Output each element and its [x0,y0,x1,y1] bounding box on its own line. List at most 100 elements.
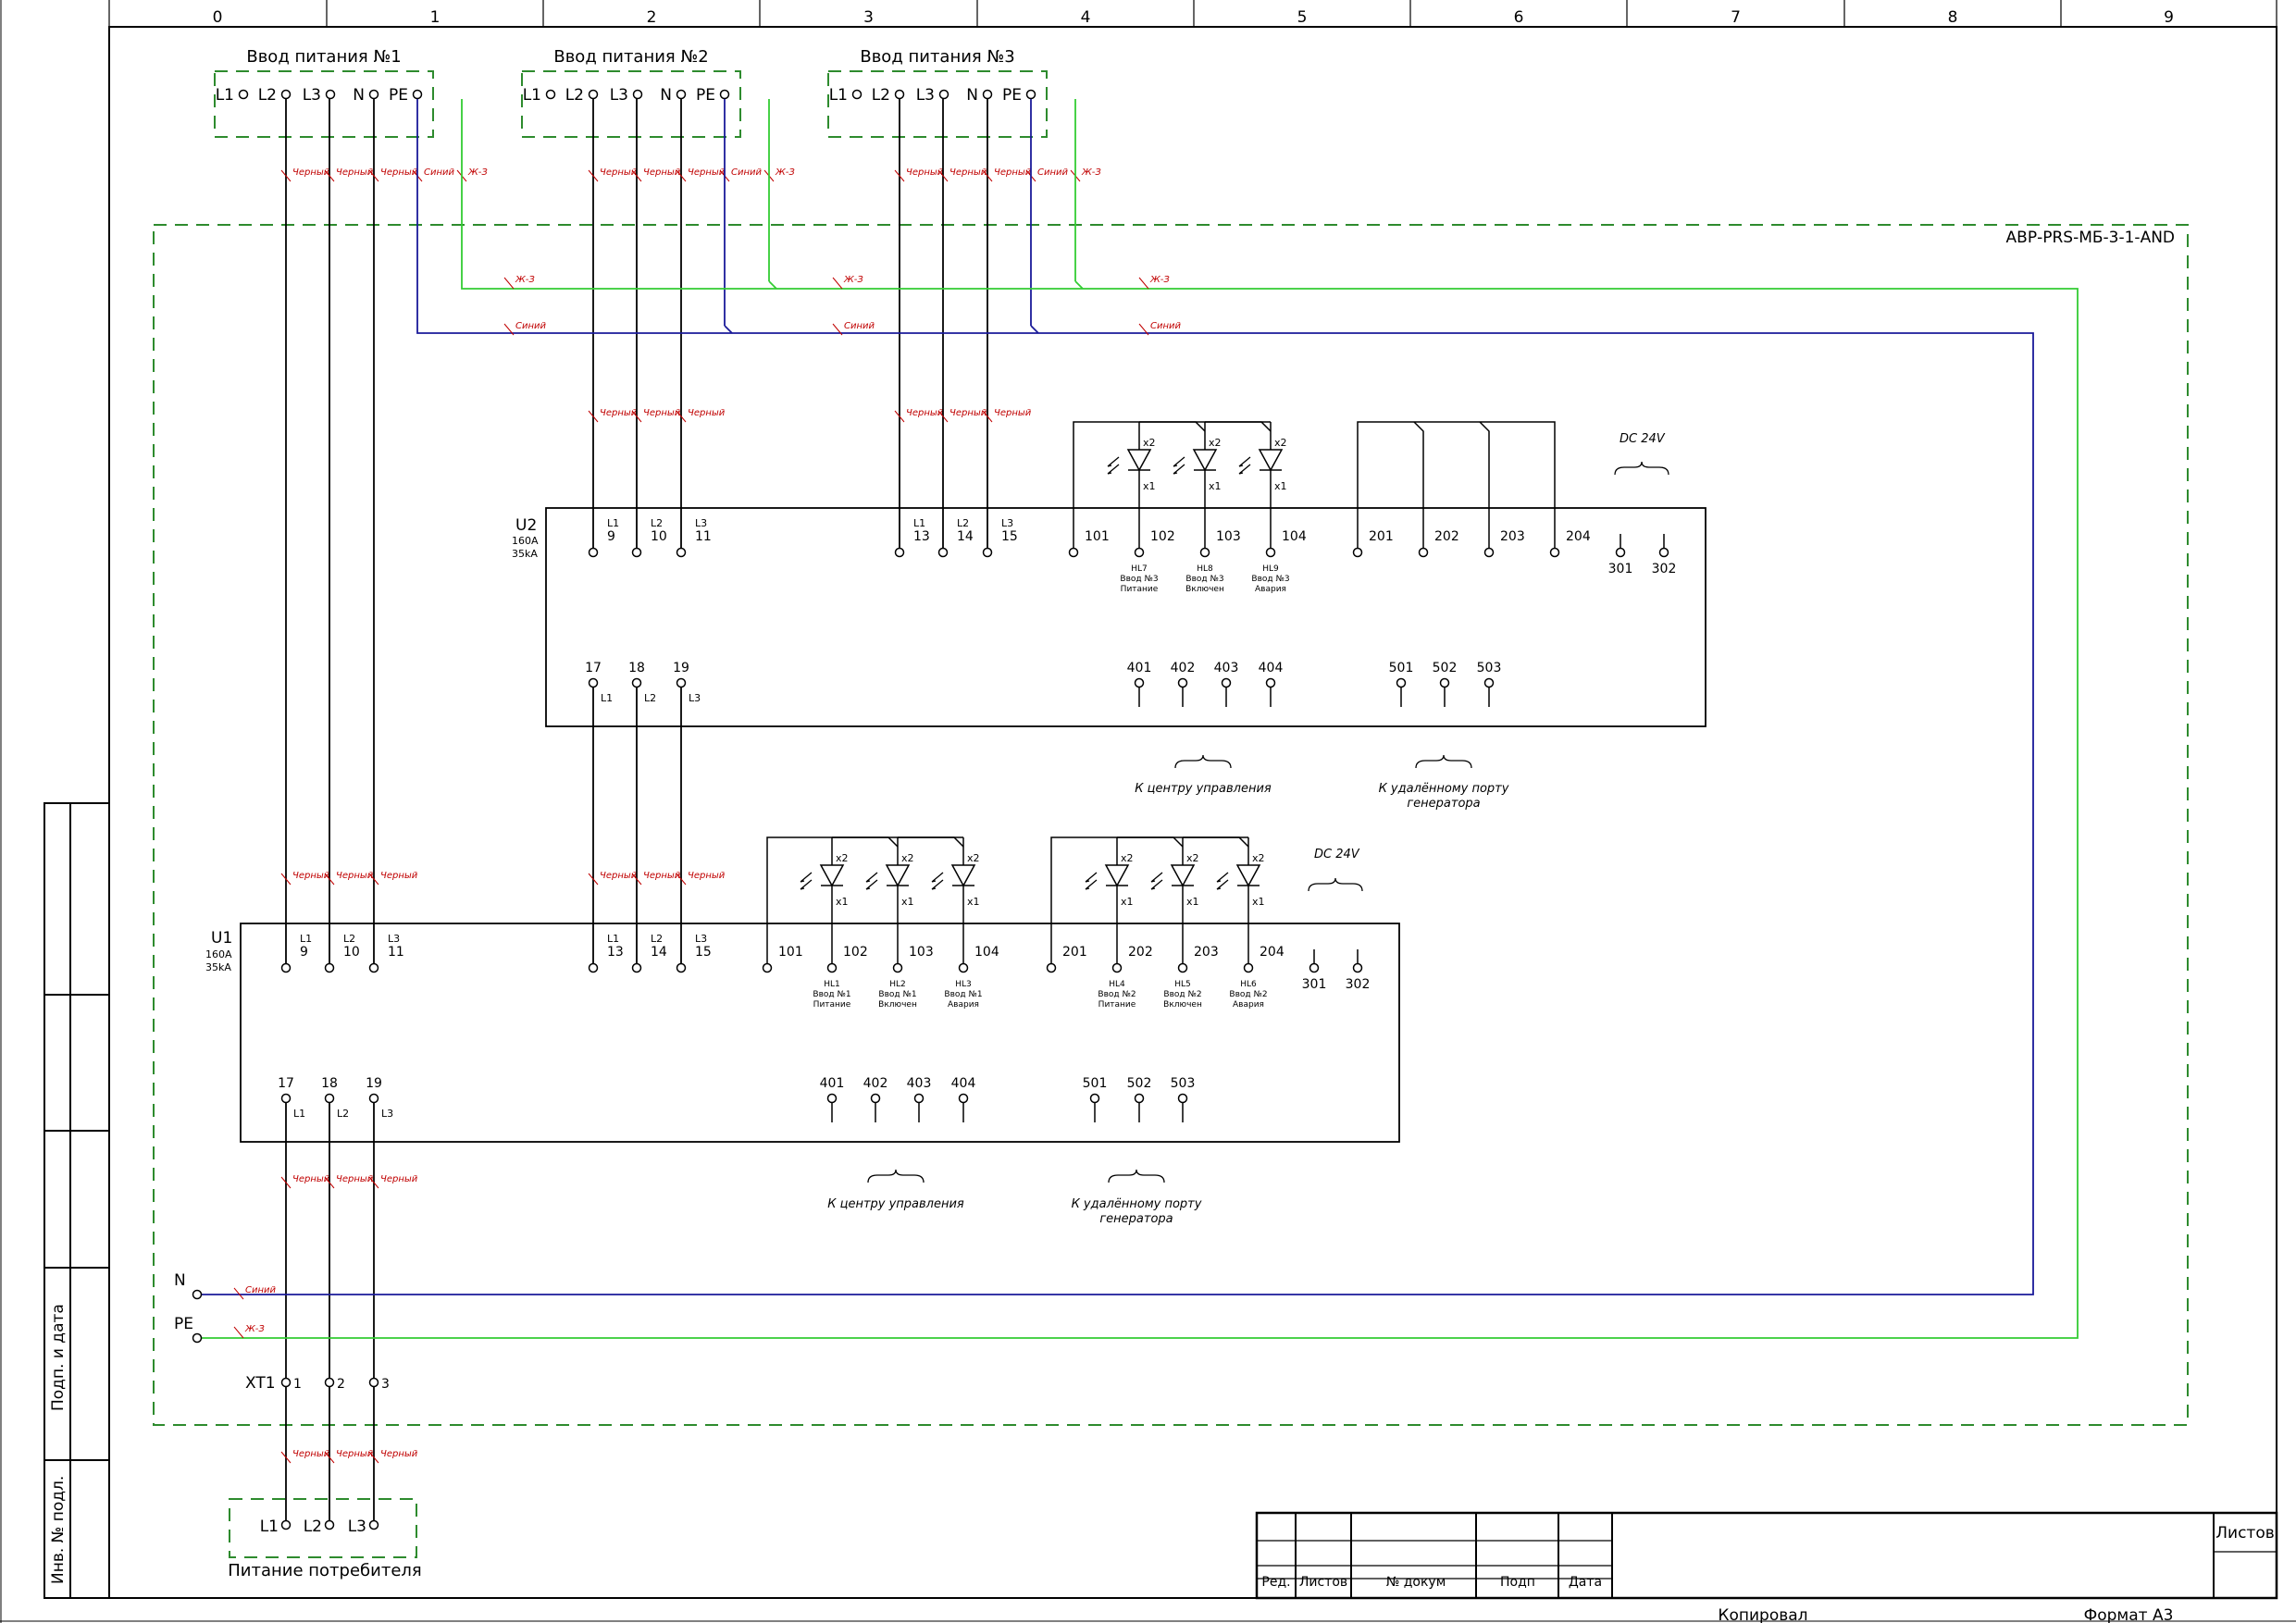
u2pins-phase-a-pin [588,547,599,558]
wire-color-label: Черный [643,408,681,418]
u1pins-bottom-b-pin [1177,1093,1188,1104]
input-terminal-label-l2: L2 [258,86,277,105]
wire-tick [631,410,642,423]
u2pins-phase-a-num: 9 [607,529,615,544]
wire-color-label: Синий [245,1285,277,1295]
xt1-terminal-num: 2 [337,1377,345,1392]
input-terminal-label-l2: L2 [565,86,584,105]
u1-leds-b-pin-x1: x1 [1186,896,1199,908]
u2pins-bottom-phase-tag: L3 [689,692,701,704]
u1-note-generator-2: генератора [1099,1212,1173,1226]
bus-pe-label: PE [174,1315,193,1333]
u1pins-bottom-phase-pin [324,1093,335,1104]
wire-color-label: Черный [994,408,1032,418]
input-group-1-frame [214,70,434,138]
column-number-7: 7 [1731,8,1741,27]
u1-leds-b-led-symbol [1104,864,1130,887]
input-terminal-l3 [325,89,336,100]
u2pins-ctrl-b-pin [1483,547,1495,558]
u1pins-phase-a-pin [280,962,292,973]
wire-color-label: Ж-З [467,167,488,178]
wire-neutral-bus [197,99,2034,1295]
u1pins-phase-a-num: 10 [343,945,360,960]
u2pins-ctrl-a-pin [1199,547,1210,558]
input-terminal-label-l3: L3 [303,86,321,105]
wire-color-label: Черный [949,167,987,178]
u1-leds-a-pin-x1: x1 [901,896,914,908]
wire-color-label: Ж-З [1149,275,1170,285]
wire-color-label: Ж-З [244,1324,265,1334]
u2-leds-pin-x2: x2 [1143,437,1156,449]
u1-leds-a-pin-x2: x2 [967,852,980,864]
u1-leds-b-led-arrows [1150,872,1163,890]
wire-color-label: Черный [949,408,987,418]
wire-color-label: Ж-З [775,167,795,178]
wire-color-label: Ж-З [843,275,863,285]
u1-leds-a-link [898,836,964,848]
stamp-date: Дата [1569,1575,1602,1590]
u1-leds-a-lamp-state: Питание [813,1000,851,1010]
wire-tick [631,873,642,886]
input-terminal-l3 [632,89,643,100]
wire-color-label: Синий [1037,167,1069,178]
wire-color-label: Черный [688,871,726,881]
u2pins-bottom-a-pin [1134,677,1145,688]
wire-tick [832,323,843,336]
binding-strip: Подп. и дата Инв. № подл. [43,802,110,1599]
wire-pe-bus [197,99,2079,1339]
wire-tick [280,169,292,182]
u1-leds-a-lamp-tag: HL2 [889,980,906,989]
stamp-sheets: Листов [1299,1575,1347,1590]
xt1-terminal [324,1377,335,1388]
u1-leds-a-pin-x2: x2 [901,852,914,864]
wire-tick [324,169,335,182]
wire-tick [1138,323,1149,336]
u1pins-ctrl-b-num: 201 [1062,945,1087,960]
u2-contact-loop [1357,421,1556,549]
u1pins-phase-b-tag: L2 [651,933,663,945]
u1pins-ctrl-a-num: 101 [778,945,803,960]
u1-leds-a-pin-x1: x1 [967,896,980,908]
u1pins-bottom-phase-pin [280,1093,292,1104]
u1-note-generator-1: К удалённому порту [1072,1197,1202,1211]
u1-leds-a-lamp-input: Ввод №1 [878,990,916,999]
wire-color-label: Черный [600,871,638,881]
wire-tick [937,410,949,423]
u1-leds-a-led-arrows [800,872,813,890]
u1pins-bottom-b-num: 501 [1083,1076,1108,1091]
u2-leds-pin-x2: x2 [1274,437,1287,449]
u1-leds-b-lamp-state: Включен [1163,1000,1202,1010]
column-number-8: 8 [1948,8,1958,27]
wire-tick [324,1176,335,1189]
input-terminal-label-pe: PE [1002,86,1022,105]
u2-leds-led-symbol [1192,449,1218,472]
u1-leds-a-lamp-state: Авария [948,1000,979,1010]
wire-tick [324,1451,335,1464]
u1pins-ctrl-a-pin [826,962,838,973]
u1pins-bottom-b-num: 503 [1171,1076,1196,1091]
u1pins-bottom-b-num: 502 [1127,1076,1152,1091]
u1pins-phase-a-tag: L2 [343,933,355,945]
column-number-5: 5 [1297,8,1308,27]
u1-leds-b-link [1117,836,1184,848]
input-terminal-label-n: N [660,86,672,105]
input-terminal-label-pe: PE [696,86,715,105]
wire-color-label: Черный [994,167,1032,178]
stamp-sign: Подп [1500,1575,1535,1590]
u1pins-aux-pin [1352,962,1363,973]
wire-tick [368,873,379,886]
u1pins-bottom-a-pin [870,1093,881,1104]
u1-leds-a-pin-x2: x2 [836,852,849,864]
u2pins-phase-b-num: 14 [957,529,974,544]
u2pins-phase-b-pin [982,547,993,558]
xt1-terminal-num: 1 [293,1377,302,1392]
u1-leds-b-pin-x2: x2 [1252,852,1265,864]
u2pins-bottom-a-pin [1221,677,1232,688]
wire-color-label: Черный [688,167,726,178]
u2pins-phase-a-tag: L2 [651,517,663,529]
footer-copied: Копировал [1718,1606,1807,1623]
u2pins-phase-a-num: 10 [651,529,667,544]
wire-color-label: Черный [336,871,374,881]
